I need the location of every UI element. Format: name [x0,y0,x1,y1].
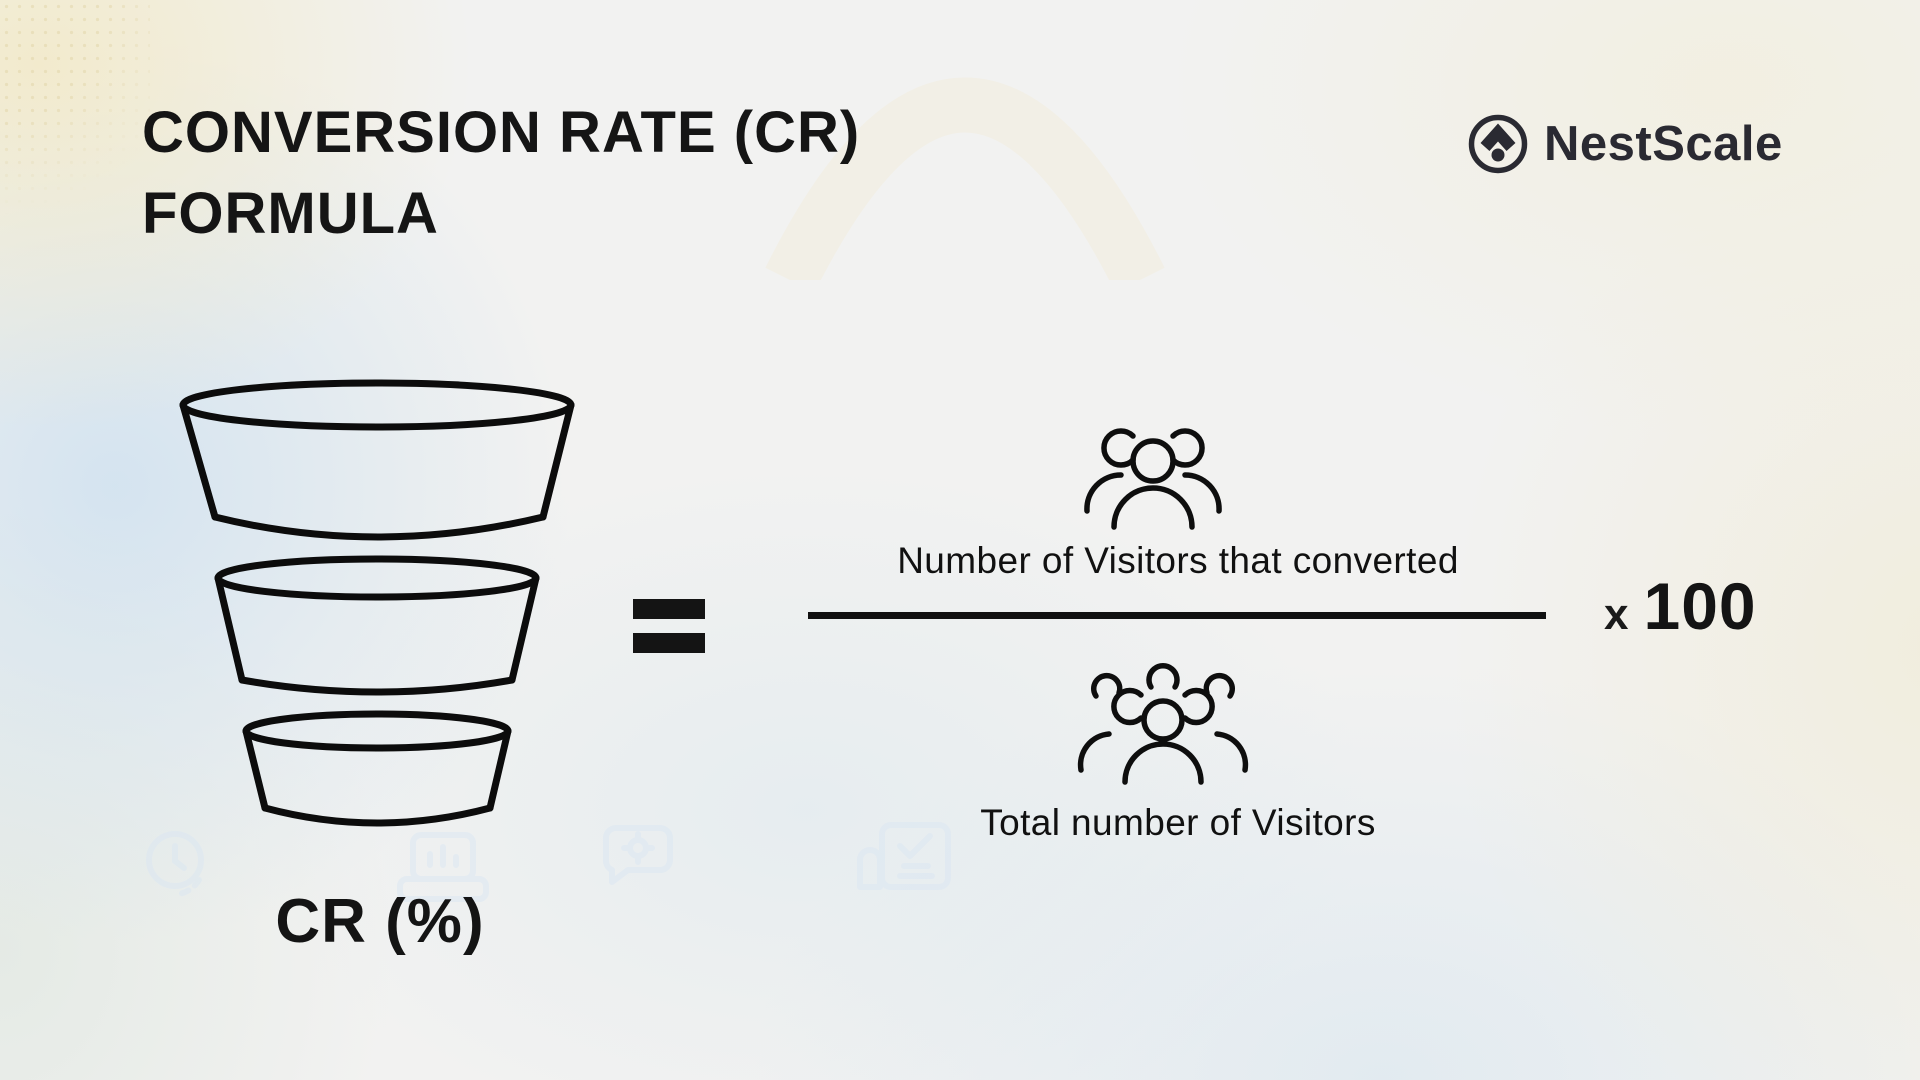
equals-bar-bottom [633,633,705,653]
denominator-label: Total number of Visitors [980,802,1376,843]
page-title-line2: FORMULA [142,181,439,246]
equals-sign [633,599,705,653]
document-check-watermark-icon [852,822,958,892]
chat-gear-watermark-icon [598,824,676,888]
multiplier-sign: x [1604,590,1629,639]
funnel-segment-1 [179,379,575,541]
halftone-dots-pattern [0,0,150,215]
nestscale-logo-icon [1468,114,1528,174]
equals-bar-top [633,599,705,619]
clock-watermark-icon [143,828,211,902]
fraction-line [808,612,1546,619]
terminal-chart-watermark-icon [388,832,498,904]
page-title-line1: CONVERSION RATE (CR) [142,100,861,165]
visitors-converted-group-icon [1084,428,1222,530]
arch-watermark [765,77,1165,280]
brand-name: NestScale [1544,117,1783,171]
funnel-segment-2 [214,555,540,696]
funnel-result-label: CR (%) [275,887,485,956]
multiplier-value: 100 [1643,569,1757,643]
total-visitors-crowd-icon [1077,663,1249,785]
multiplier: x 100 [1604,568,1757,644]
brand-logo: NestScale [1468,114,1783,174]
funnel-segment-3 [242,710,512,827]
funnel-diagram [179,379,575,827]
page-title: CONVERSION RATE (CR) FORMULA [142,92,860,254]
numerator-label: Number of Visitors that converted [897,540,1459,581]
